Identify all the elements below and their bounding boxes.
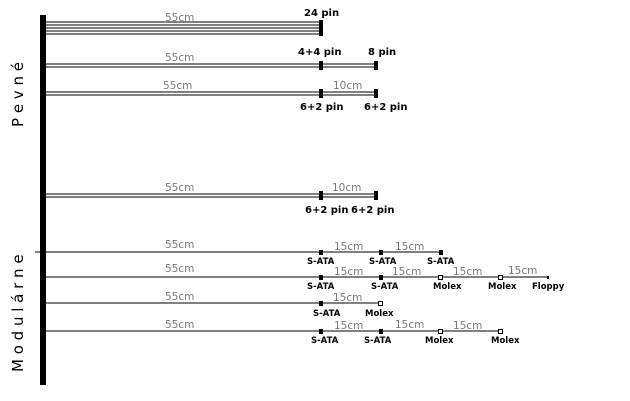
sata-connector xyxy=(319,301,323,306)
cable-eps: 55cm 4+4 pin 8 pin xyxy=(46,47,396,70)
cable-length: 15cm xyxy=(334,241,363,253)
connector-label: S-ATA xyxy=(369,257,397,267)
cable-length: 10cm xyxy=(332,182,361,194)
cable-length: 55cm xyxy=(165,182,194,194)
cable-sata-molex-quad: 55cm 15cm 15cm 15cm S-ATA S-ATA Molex Mo… xyxy=(46,319,520,346)
cable-length: 15cm xyxy=(334,266,363,278)
floppy-connector xyxy=(547,276,549,279)
connector-label: 6+2 pin xyxy=(351,205,394,216)
cable-length: 15cm xyxy=(334,320,363,332)
cable-length: 55cm xyxy=(165,239,194,251)
connector-label: S-ATA xyxy=(311,336,339,346)
connector-label: S-ATA xyxy=(307,282,335,292)
cable-length: 15cm xyxy=(395,241,424,253)
connector-label: 6+2 pin xyxy=(364,102,407,113)
cable-length: 15cm xyxy=(453,266,482,278)
cable-pcie-2: 55cm 10cm 6+2 pin 6+2 pin xyxy=(46,182,394,216)
molex-connector xyxy=(498,329,503,334)
sata-connector xyxy=(379,275,383,280)
connector-label: 6+2 pin xyxy=(300,102,343,113)
connector-label: 4+4 pin xyxy=(298,47,341,58)
connector-label: Molex xyxy=(365,309,394,319)
cable-length: 10cm xyxy=(333,80,362,92)
connector-label: Molex xyxy=(425,336,454,346)
connector-label: Molex xyxy=(433,282,462,292)
connector-label: S-ATA xyxy=(364,336,392,346)
cable-length: 55cm xyxy=(165,12,194,24)
cable-length: 55cm xyxy=(165,319,194,331)
fixed-section-label: P e v n é xyxy=(9,62,27,127)
cable-atx-24pin: 55cm 24 pin xyxy=(46,8,339,36)
connector-label: Molex xyxy=(488,282,517,292)
sata-connector xyxy=(319,275,323,280)
cable-mixed: 55cm 15cm 15cm 15cm 15cm S-ATA S-ATA Mol… xyxy=(46,263,565,292)
cable-length: 15cm xyxy=(395,319,424,331)
connector-block xyxy=(374,191,378,200)
cable-sata-molex: 55cm 15cm S-ATA Molex xyxy=(46,291,394,319)
cable-pcie-1: 55cm 10cm 6+2 pin 6+2 pin xyxy=(46,80,407,113)
connector-block xyxy=(319,20,323,36)
connector-label: 8 pin xyxy=(368,47,396,58)
connector-block xyxy=(319,61,323,70)
cable-length: 15cm xyxy=(333,292,362,304)
sata-connector xyxy=(379,250,383,255)
sata-connector xyxy=(379,329,383,334)
connector-block xyxy=(374,61,378,70)
connector-label: S-ATA xyxy=(427,257,455,267)
sata-connector xyxy=(319,329,323,334)
cable-length: 15cm xyxy=(508,265,537,277)
connector-block xyxy=(319,89,323,98)
connector-label: S-ATA xyxy=(313,309,341,319)
modular-section-label: M o d u l á r n e xyxy=(9,254,27,372)
psu-vertical-bar xyxy=(40,15,46,385)
cable-length: 15cm xyxy=(453,320,482,332)
molex-connector xyxy=(438,329,443,334)
connector-label: 6+2 pin xyxy=(305,205,348,216)
cable-length: 55cm xyxy=(163,80,192,92)
molex-connector xyxy=(498,275,503,280)
sata-connector xyxy=(439,250,443,255)
connector-block xyxy=(319,191,323,200)
molex-connector xyxy=(378,301,383,306)
connector-label: S-ATA xyxy=(307,257,335,267)
cable-length: 55cm xyxy=(165,291,194,303)
connector-label: Floppy xyxy=(532,282,565,292)
connector-label: Molex xyxy=(491,336,520,346)
connector-label: S-ATA xyxy=(371,282,399,292)
molex-connector xyxy=(438,275,443,280)
connector-label: 24 pin xyxy=(304,8,339,19)
cable-length: 15cm xyxy=(392,266,421,278)
cable-length: 55cm xyxy=(165,263,194,275)
sata-connector xyxy=(319,250,323,255)
cable-sata-triple: 55cm 15cm 15cm S-ATA S-ATA S-ATA xyxy=(46,239,455,267)
cable-length: 55cm xyxy=(165,52,194,64)
connector-block xyxy=(374,89,378,98)
